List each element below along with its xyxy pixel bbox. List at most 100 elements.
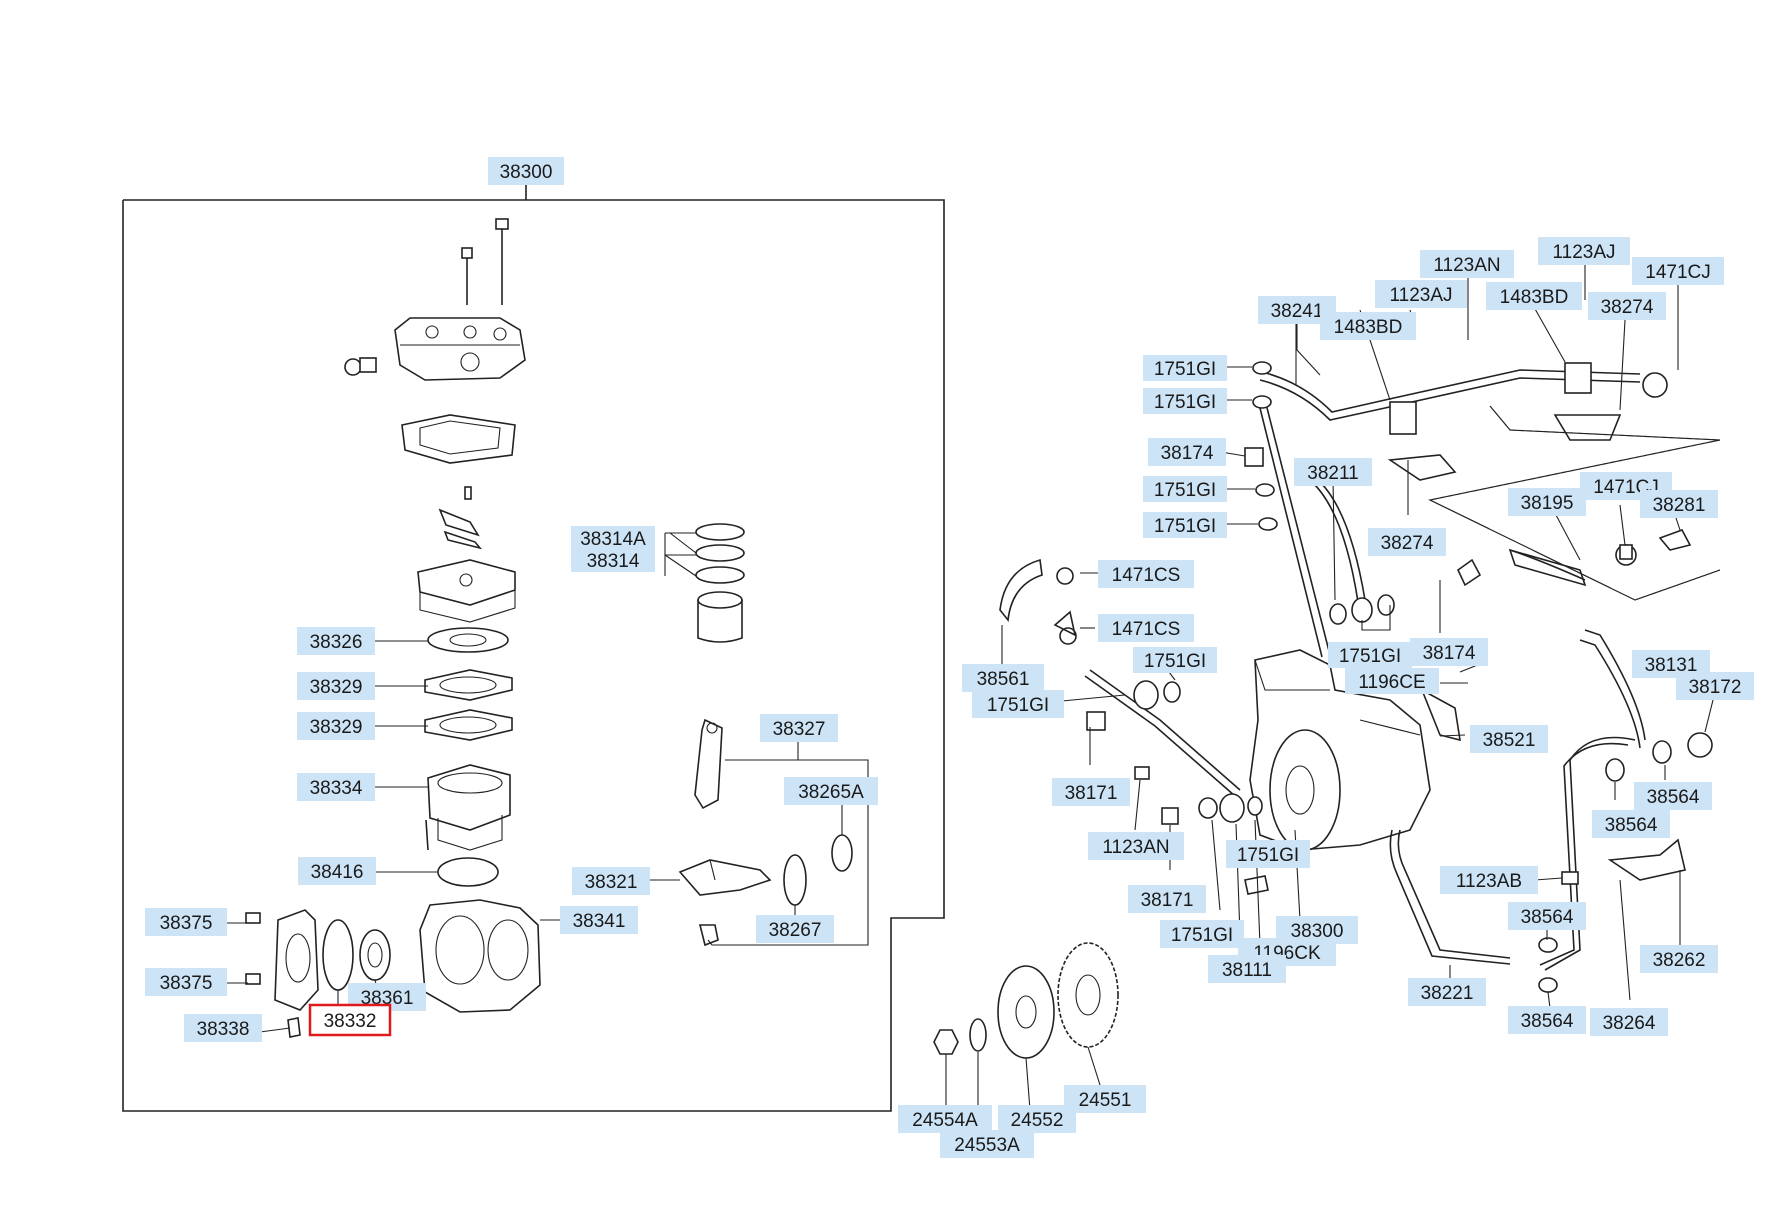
part-label-1751GI-9[interactable]: 1751GI — [1160, 920, 1244, 948]
part-number: 1751GI — [1171, 925, 1233, 946]
part-label-1751GI-7[interactable]: 1751GI — [972, 690, 1064, 718]
part-number: 1751GI — [1237, 845, 1299, 866]
part-number: 38264 — [1603, 1013, 1656, 1034]
washers-bolts-drawing — [1086, 361, 1713, 993]
part-label-38211[interactable]: 38211 — [1294, 458, 1372, 486]
part-label-1483BD-right[interactable]: 1483BD — [1486, 282, 1582, 310]
part-label-38174-top[interactable]: 38174 — [1148, 438, 1226, 466]
part-label-38274-mid[interactable]: 38274 — [1368, 528, 1446, 556]
part-label-38564-a[interactable]: 38564 — [1634, 782, 1712, 810]
part-number: 38375 — [160, 973, 213, 994]
part-label-38341[interactable]: 38341 — [560, 906, 638, 934]
part-label-38334[interactable]: 38334 — [297, 773, 375, 801]
part-label-38564-b[interactable]: 38564 — [1592, 810, 1670, 838]
part-label-38314A[interactable]: 38314A — [571, 526, 655, 550]
part-label-38321[interactable]: 38321 — [572, 867, 650, 895]
part-number: 1123AJ — [1552, 242, 1615, 263]
part-number: 1123AJ — [1389, 285, 1452, 306]
part-label-1123AN-top[interactable]: 1123AN — [1420, 250, 1514, 278]
part-label-1123AJ-left[interactable]: 1123AJ — [1375, 280, 1467, 308]
crankcase-drawing — [419, 899, 541, 1013]
part-label-38267[interactable]: 38267 — [756, 915, 834, 943]
part-number: 38265A — [798, 782, 864, 803]
assembly-frame — [122, 185, 945, 1112]
part-label-1483BD-left[interactable]: 1483BD — [1320, 312, 1416, 340]
part-label-38274-top[interactable]: 38274 — [1588, 292, 1666, 320]
part-label-24551[interactable]: 24551 — [1064, 1085, 1146, 1113]
part-label-38111[interactable]: 38111 — [1208, 955, 1286, 983]
part-number: 38314 — [587, 551, 640, 572]
part-label-38329-b[interactable]: 38329 — [297, 712, 375, 740]
part-number: 38195 — [1521, 493, 1574, 514]
cylinder-head-drawing — [344, 317, 526, 381]
part-label-38172[interactable]: 38172 — [1676, 672, 1754, 700]
part-label-38375-b[interactable]: 38375 — [145, 968, 227, 996]
part-label-1123AB[interactable]: 1123AB — [1440, 866, 1538, 894]
part-label-38338[interactable]: 38338 — [184, 1014, 262, 1042]
part-label-38564-d[interactable]: 38564 — [1508, 1006, 1586, 1034]
part-label-1471CS-b[interactable]: 1471CS — [1098, 614, 1194, 642]
part-label-1196CE[interactable]: 1196CE — [1345, 668, 1439, 694]
part-number: 38300 — [500, 162, 553, 183]
part-label-38521[interactable]: 38521 — [1470, 725, 1548, 753]
part-label-24553A[interactable]: 24553A — [940, 1130, 1034, 1158]
part-label-1751GI-8[interactable]: 1751GI — [1226, 840, 1310, 868]
part-number: 38314A — [580, 529, 646, 550]
part-number: 24552 — [1011, 1110, 1064, 1131]
part-label-38332-highlighted[interactable]: 38332 — [308, 1003, 392, 1037]
part-label-1751GI-2[interactable]: 1751GI — [1143, 388, 1227, 414]
part-label-38262[interactable]: 38262 — [1640, 945, 1718, 973]
part-number: 38274 — [1601, 297, 1654, 318]
part-label-1751GI-6[interactable]: 1751GI — [1133, 647, 1217, 673]
part-label-38265A[interactable]: 38265A — [784, 777, 878, 805]
part-label-38327[interactable]: 38327 — [760, 714, 838, 742]
part-label-38329-a[interactable]: 38329 — [297, 672, 375, 700]
part-label-24554A[interactable]: 24554A — [898, 1105, 992, 1133]
part-number: 1471CJ — [1645, 262, 1711, 283]
o-ring-drawing — [437, 857, 499, 887]
part-label-38416[interactable]: 38416 — [298, 857, 376, 885]
part-label-1751GI-4[interactable]: 1751GI — [1143, 512, 1227, 538]
fuel-lines-drawing — [999, 362, 1692, 971]
part-label-1123AN-bot[interactable]: 1123AN — [1088, 832, 1184, 860]
part-label-1751GI-1[interactable]: 1751GI — [1143, 355, 1227, 381]
part-number: 1471CS — [1112, 619, 1181, 640]
part-number: 1471CS — [1112, 565, 1181, 586]
part-label-1196CK[interactable]: 1196CK — [1238, 938, 1336, 966]
part-label-38326[interactable]: 38326 — [297, 627, 375, 655]
part-number: 1483BD — [1500, 287, 1569, 308]
part-number: 38564 — [1521, 1011, 1574, 1032]
part-label-38174-mid[interactable]: 38174 — [1410, 638, 1488, 666]
valve-plate-drawing — [417, 559, 516, 623]
part-label-38241[interactable]: 38241 — [1258, 296, 1336, 324]
part-number: 1751GI — [1339, 646, 1401, 667]
part-label-1471CJ-top[interactable]: 1471CJ — [1632, 257, 1724, 285]
part-label-38561[interactable]: 38561 — [962, 664, 1044, 692]
part-label-38300-top[interactable]: 38300 — [488, 157, 564, 185]
part-number: 38131 — [1645, 655, 1698, 676]
part-number: 38174 — [1423, 643, 1476, 664]
part-number: 38375 — [160, 913, 213, 934]
part-number: 38416 — [311, 862, 364, 883]
part-number: 38329 — [310, 677, 363, 698]
part-label-38375-a[interactable]: 38375 — [145, 908, 227, 936]
part-label-38564-c[interactable]: 38564 — [1508, 902, 1586, 930]
part-label-38171-b[interactable]: 38171 — [1128, 885, 1206, 913]
part-label-1751GI-5[interactable]: 1751GI — [1328, 642, 1412, 668]
part-label-38171-a[interactable]: 38171 — [1052, 778, 1130, 806]
part-label-38221[interactable]: 38221 — [1408, 978, 1486, 1006]
part-number: 1751GI — [987, 695, 1049, 716]
part-number: 38321 — [585, 872, 638, 893]
part-label-1123AJ-right[interactable]: 1123AJ — [1538, 237, 1630, 265]
part-number: 1751GI — [1154, 516, 1216, 537]
part-label-1751GI-3[interactable]: 1751GI — [1143, 476, 1227, 502]
part-number: 38281 — [1653, 495, 1706, 516]
part-label-38314[interactable]: 38314 — [571, 548, 655, 572]
cylinder-drawing — [425, 764, 511, 851]
part-label-24552[interactable]: 24552 — [998, 1105, 1076, 1133]
part-label-38195[interactable]: 38195 — [1508, 488, 1586, 516]
part-label-38281[interactable]: 38281 — [1640, 490, 1718, 518]
conrod-drawing — [678, 718, 853, 947]
part-label-1471CS-a[interactable]: 1471CS — [1098, 560, 1194, 588]
part-label-38264[interactable]: 38264 — [1590, 1008, 1668, 1036]
